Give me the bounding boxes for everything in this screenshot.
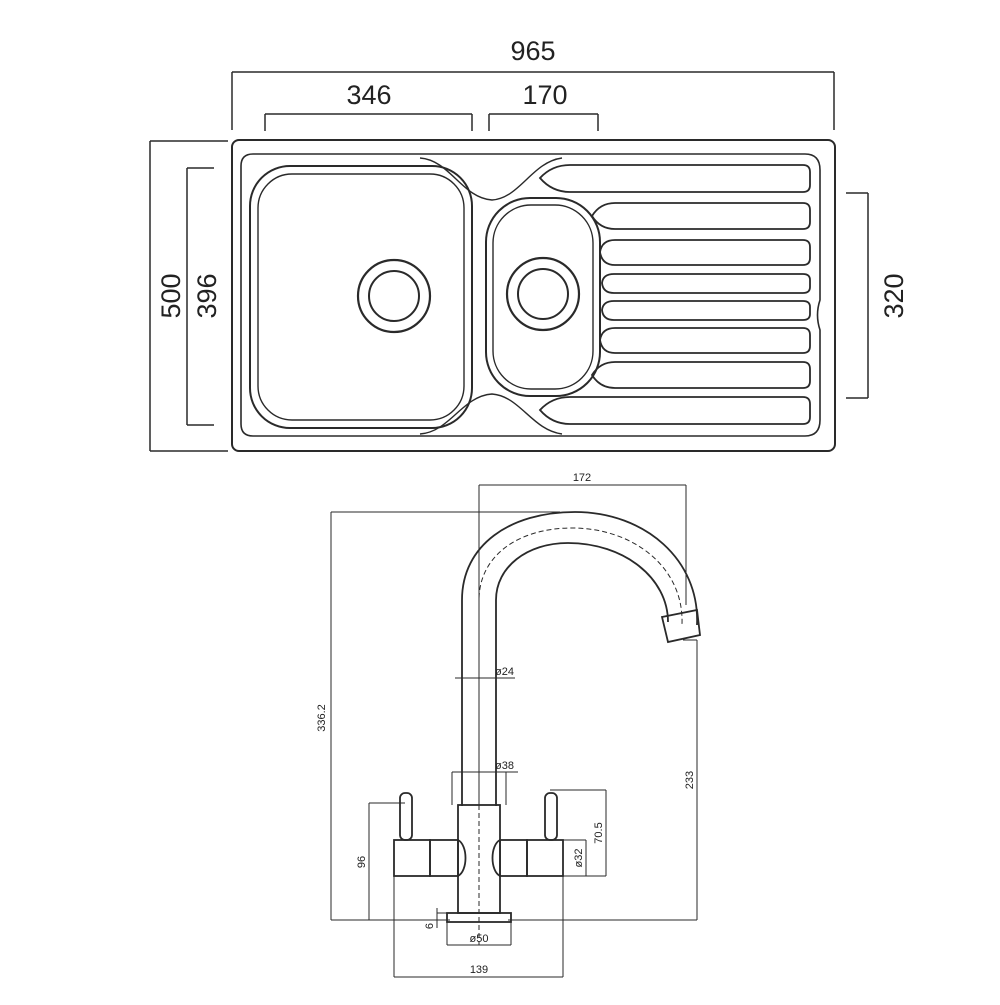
dim-label-pipe-dia: ø24	[495, 666, 514, 678]
dim-bowl-depth: 396	[186, 167, 222, 426]
right-handle	[491, 792, 564, 877]
drainer-groove	[538, 164, 811, 193]
dim-base-diameter: ø50	[446, 922, 512, 946]
bowl-bridge-bottom	[419, 393, 563, 435]
sink-inner-rim	[240, 153, 821, 437]
dim-handle-diameter: ø32	[563, 839, 587, 876]
drainer-grooves	[538, 164, 811, 425]
drainer-groove	[601, 300, 811, 321]
dim-label-233: 233	[684, 771, 696, 789]
dim-label-70-5: 70.5	[593, 822, 605, 843]
dim-overall-depth: 500	[149, 140, 228, 452]
dim-label-body-dia: ø38	[495, 760, 514, 772]
dim-base-thickness: 6	[424, 908, 447, 929]
dim-label-965: 965	[510, 36, 555, 66]
bowl-bridge-top	[419, 157, 563, 201]
spout-centerline	[478, 527, 683, 806]
large-bowl-inner	[257, 173, 465, 421]
dim-label-346: 346	[346, 80, 391, 110]
drainer-groove	[590, 361, 811, 389]
dim-pipe-diameter: ø24	[455, 666, 515, 679]
dim-lever-height: 96	[356, 802, 405, 920]
dim-large-bowl: 346	[264, 80, 473, 131]
dim-label-396: 396	[192, 273, 222, 318]
left-handle	[393, 792, 467, 877]
dim-handle-height: 70.5	[550, 789, 607, 877]
dim-label-handle-dia: ø32	[573, 849, 585, 868]
drainer-groove	[599, 327, 811, 354]
dim-label-96: 96	[356, 856, 368, 868]
dim-overall-width: 965	[231, 36, 835, 130]
sink-outer-rim	[231, 139, 836, 452]
spout-outlet	[660, 608, 701, 644]
dim-label-320: 320	[879, 273, 909, 318]
small-bowl-inner	[492, 204, 594, 390]
tap-base	[446, 912, 512, 923]
large-bowl-outer	[249, 165, 473, 429]
dim-label-172: 172	[573, 472, 591, 484]
dim-spout-height: 233	[508, 639, 698, 921]
drainer-groove	[599, 239, 811, 266]
dim-spout-reach: 172	[478, 472, 687, 805]
spout-outer	[461, 511, 698, 806]
dim-body-diameter: ø38	[451, 760, 518, 805]
dim-small-bowl: 170	[488, 80, 599, 131]
dim-label-base-dia: ø50	[470, 933, 489, 945]
large-bowl-waste	[356, 258, 432, 334]
dim-total-height: 336.2	[316, 511, 560, 921]
dim-drainer-depth: 320	[846, 192, 909, 399]
dim-lever-span: 139	[393, 876, 564, 978]
tap-side-view: 172 336.2 233 ø24	[316, 472, 701, 978]
dim-label-170: 170	[522, 80, 567, 110]
dim-label-336-2: 336.2	[316, 704, 328, 732]
dim-label-500: 500	[156, 273, 186, 318]
drainer-groove	[538, 396, 811, 425]
spout-inner	[495, 542, 669, 806]
dim-label-139: 139	[470, 964, 488, 976]
sink-top-view: 965 346 170 500 396	[149, 36, 909, 452]
dim-label-6: 6	[424, 923, 436, 929]
drainer-groove	[590, 202, 811, 230]
drainer-groove	[601, 273, 811, 294]
small-bowl-waste	[505, 256, 581, 332]
small-bowl-outer	[485, 197, 601, 397]
